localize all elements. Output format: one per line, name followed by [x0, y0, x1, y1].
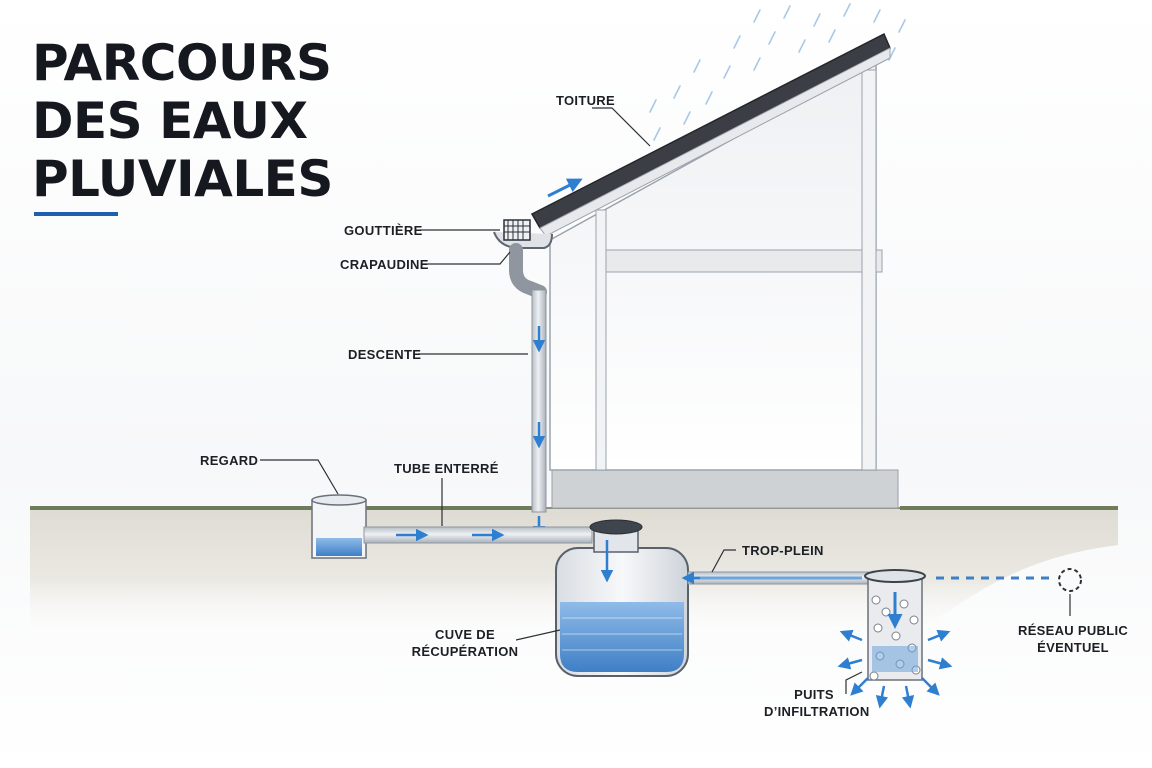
downpipe-elbow [509, 243, 547, 299]
label-descente: DESCENTE [348, 347, 422, 362]
title-accent-bar [34, 212, 118, 216]
strainer-mesh [504, 220, 530, 240]
label-cuve: CUVE DE RÉCUPÉRATION [410, 626, 520, 660]
label-puits: PUITS D’INFILTRATION [764, 686, 870, 720]
downpipe [531, 289, 547, 513]
label-trop-plein: TROP-PLEIN [742, 543, 824, 558]
title-line-3: PLUVIALES [32, 150, 333, 208]
label-reseau-line-1: RÉSEAU PUBLIC [1018, 623, 1129, 638]
label-puits-line-1: PUITS [794, 687, 834, 702]
roof-flow-arrow [547, 178, 583, 198]
house-post-left [595, 209, 607, 471]
regard-box [311, 494, 367, 559]
house [530, 32, 899, 509]
label-regard: REGARD [200, 453, 259, 468]
label-tube-enterre: TUBE ENTERRÉ [394, 461, 499, 476]
public-network-node [1058, 568, 1082, 592]
infiltration-well [837, 569, 953, 709]
label-cuve-line-1: CUVE DE [435, 627, 495, 642]
tank [555, 519, 689, 677]
label-gouttiere: GOUTTIÈRE [344, 223, 423, 238]
label-crapaudine: CRAPAUDINE [340, 257, 429, 272]
label-toiture: TOITURE [556, 93, 615, 108]
roof-fascia [539, 47, 891, 237]
house-floor [595, 249, 883, 273]
label-puits-line-2: D’INFILTRATION [764, 704, 870, 719]
label-cuve-line-2: RÉCUPÉRATION [411, 644, 519, 659]
leader-lines [260, 107, 1071, 694]
label-reseau: RÉSEAU PUBLIC ÉVENTUEL [1018, 622, 1128, 656]
title-line-1: PARCOURS [32, 34, 332, 92]
title-line-2: DES EAUX [32, 92, 308, 150]
label-reseau-line-2: ÉVENTUEL [1037, 640, 1109, 655]
house-slab [551, 469, 899, 509]
house-post-right [861, 69, 877, 471]
